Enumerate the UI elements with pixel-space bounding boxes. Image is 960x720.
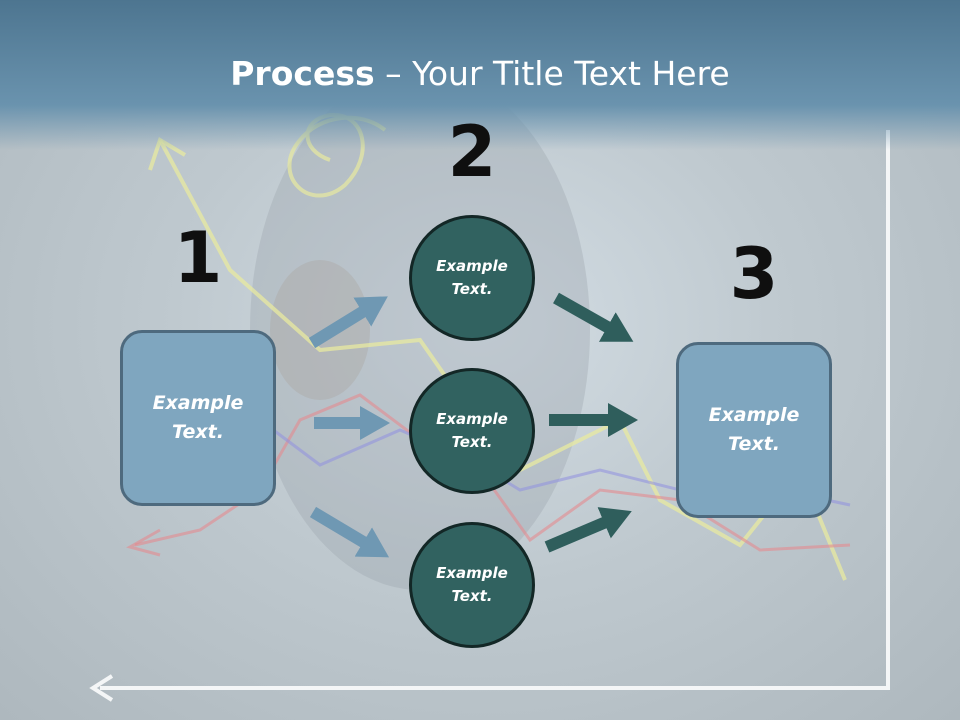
step-number-3: 3 [729,233,779,315]
background-red-arrowhead [126,528,161,557]
title-separator: – [374,54,413,93]
bottom-circle-label: Example Text. [436,564,508,605]
bottom-process-circle[interactable]: Example Text. [409,522,535,648]
slide-title: Process – Your Title Text Here [0,52,960,96]
arrow-left-to-top [308,296,388,349]
step-number-1: 1 [173,217,223,299]
arrow-left-to-bottom [309,506,390,558]
background-axis-line [100,130,890,690]
header-band [0,0,960,150]
left-process-box[interactable]: Example Text. [120,330,276,506]
top-process-circle[interactable]: Example Text. [409,215,535,341]
step-number-2: 2 [447,111,497,193]
title-rest: Your Title Text Here [412,54,730,93]
background-hand [270,260,370,400]
top-circle-label: Example Text. [436,257,508,298]
arrow-top-to-right [553,292,634,342]
title-bold: Process [230,54,375,93]
arrow-bottom-to-right [544,507,632,553]
right-process-box[interactable]: Example Text. [676,342,832,518]
middle-process-circle[interactable]: Example Text. [409,368,535,494]
middle-circle-label: Example Text. [436,410,508,451]
right-box-label: Example Text. [708,404,800,455]
left-box-label: Example Text. [152,392,244,443]
background-axis-arrowhead [89,674,114,702]
